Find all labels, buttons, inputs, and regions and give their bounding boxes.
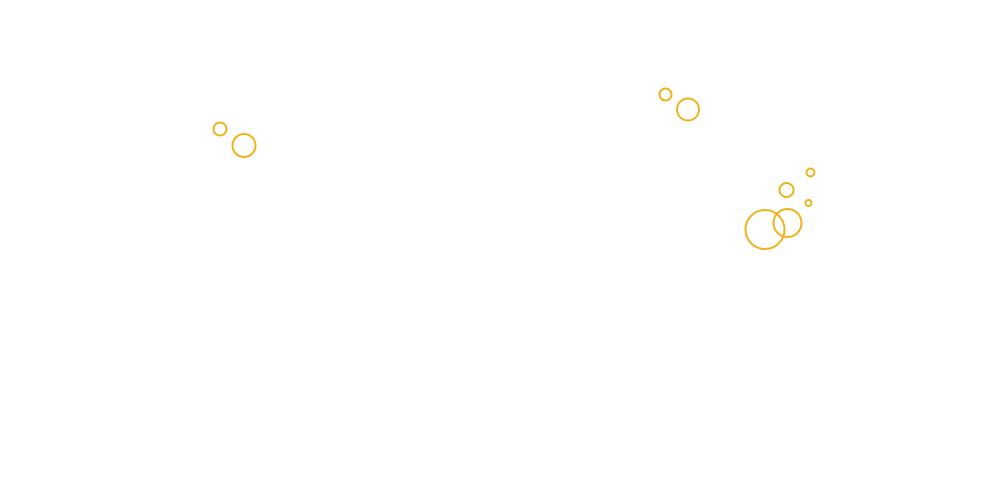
bubble [772,208,803,238]
bubble-group-top-right [658,87,700,122]
bubble [744,209,786,250]
bubble [778,182,795,198]
bubble-group-right [744,167,816,250]
bubble [231,133,257,158]
bubble [676,97,700,122]
bubble [658,87,673,102]
bubble-group-left [212,121,257,158]
bubble [805,167,816,178]
bubble [212,121,228,137]
bubble [804,199,813,207]
